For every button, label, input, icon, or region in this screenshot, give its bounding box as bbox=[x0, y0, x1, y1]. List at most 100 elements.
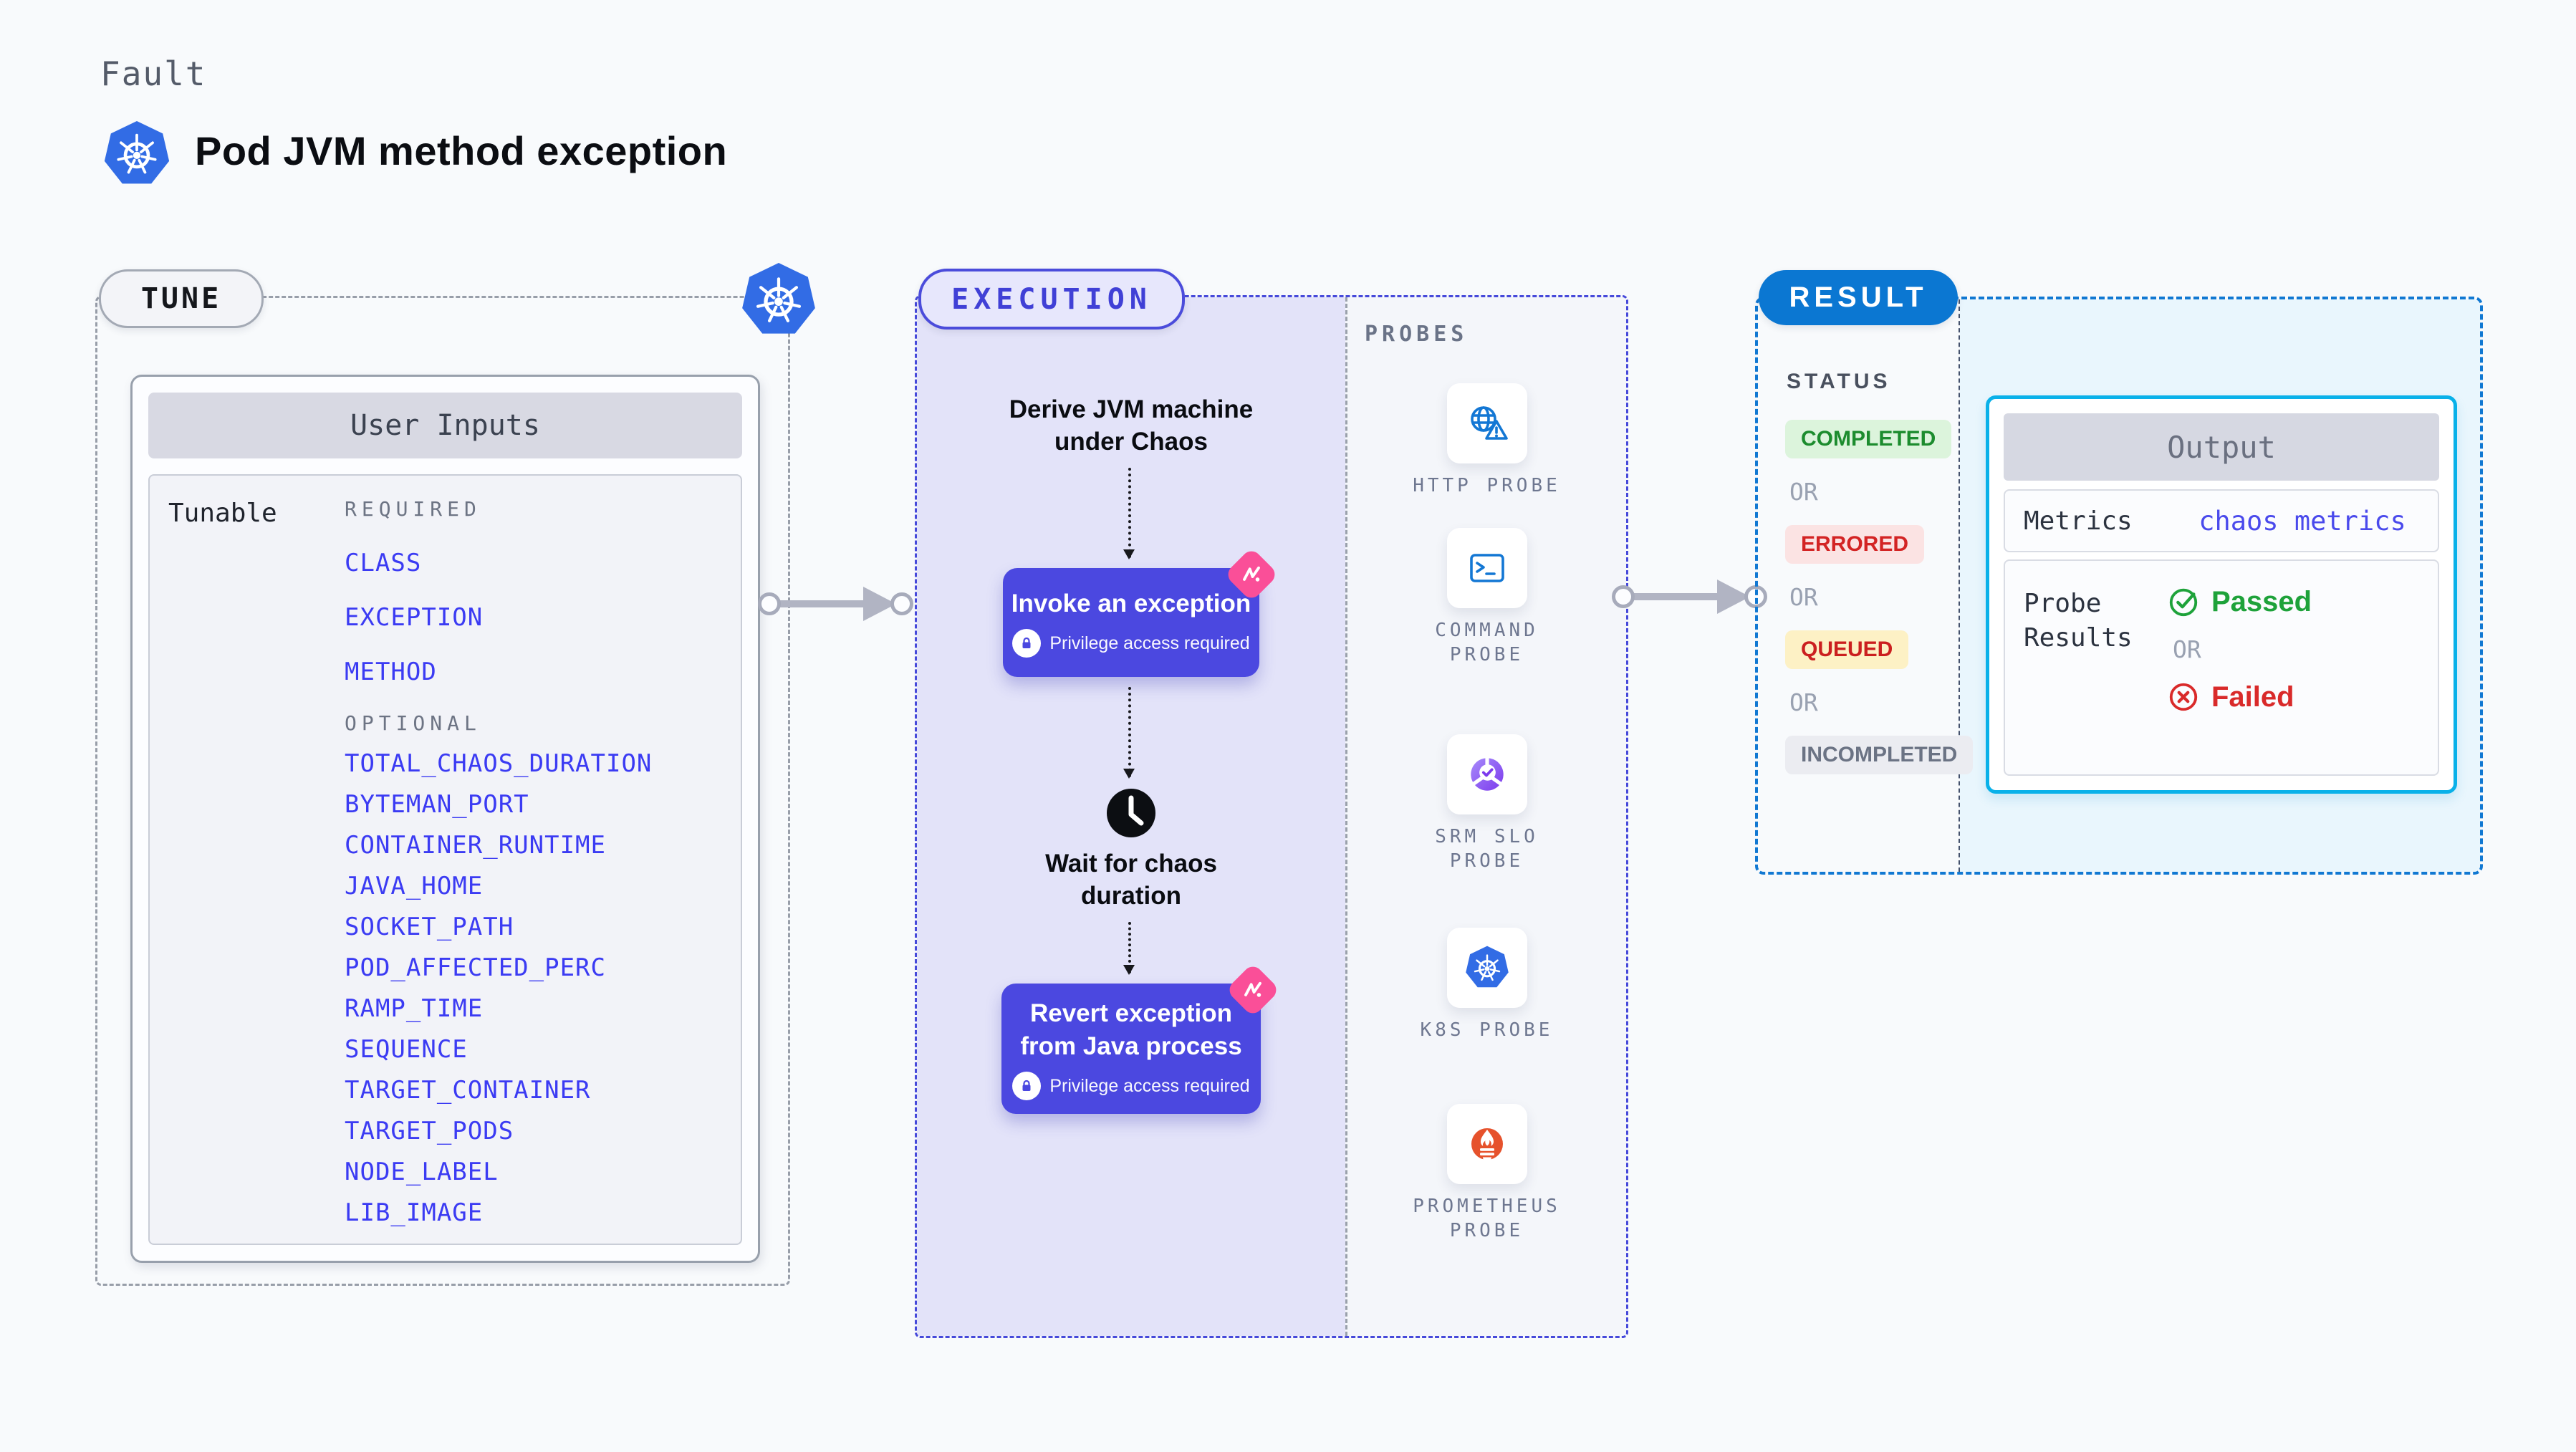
flow-arrow-icon bbox=[1123, 922, 1135, 975]
flow-arrow-icon bbox=[1123, 468, 1135, 559]
output-card: Output Metrics chaos metrics Probe Resul… bbox=[1986, 395, 2457, 794]
or-label: OR bbox=[1789, 478, 1818, 506]
metrics-row: Metrics chaos metrics bbox=[2004, 489, 2439, 552]
arrow-endpoint bbox=[758, 592, 781, 615]
param-item: RAMP_TIME bbox=[345, 994, 484, 1023]
param-item: POD_AFFECTED_PERC bbox=[345, 953, 606, 982]
privilege-note: Privilege access required bbox=[1012, 1072, 1250, 1100]
lock-icon bbox=[1012, 629, 1042, 658]
derive-step: Derive JVM machine under Chaos bbox=[1009, 395, 1254, 456]
or-label: OR bbox=[2173, 635, 2201, 663]
probe-label: PROMETHEUS PROBE bbox=[1413, 1196, 1561, 1241]
tune-section bbox=[95, 296, 790, 1286]
arrow-line bbox=[1623, 593, 1733, 600]
tune-to-execution-arrow bbox=[758, 584, 913, 624]
status-list: COMPLETED OR ERRORED OR QUEUED OR INCOMP… bbox=[1785, 420, 1974, 774]
status-badge-completed: COMPLETED bbox=[1785, 420, 1952, 458]
probe-results-label: Probe Results bbox=[2024, 589, 2133, 653]
param-item: CLASS bbox=[345, 549, 422, 577]
wait-step: Wait for chaos duration bbox=[1045, 850, 1217, 910]
param-item: JAVA_HOME bbox=[345, 872, 484, 900]
param-item: BYTEMAN_PORT bbox=[345, 790, 529, 819]
probe-card bbox=[1446, 734, 1527, 814]
probe-card bbox=[1446, 928, 1527, 1008]
clock-icon bbox=[1105, 787, 1157, 839]
tunables-panel: Tunable REQUIRED CLASS EXCEPTION METHOD OP… bbox=[148, 474, 742, 1245]
param-item: SOCKET_PATH bbox=[345, 913, 514, 941]
lock-icon bbox=[1012, 1072, 1042, 1100]
user-inputs-card: User Inputs Tunable REQUIRED CLASS EXCEPT… bbox=[130, 375, 760, 1263]
execution-label: EXECUTION bbox=[918, 269, 1185, 330]
required-group: REQUIRED CLASS EXCEPTION METHOD bbox=[345, 497, 652, 684]
privilege-text: Privilege access required bbox=[1049, 1075, 1250, 1096]
prometheus-probe-icon bbox=[1464, 1121, 1510, 1167]
srm-slo-probe-icon bbox=[1464, 751, 1511, 798]
or-label: OR bbox=[1789, 583, 1818, 611]
x-circle-icon bbox=[2167, 681, 2200, 713]
invoke-exception-step: Invoke an exception Privilege access req… bbox=[1003, 547, 1279, 677]
param-item: METHOD bbox=[345, 658, 437, 686]
status-badge-incompleted: INCOMPLETED bbox=[1785, 736, 1974, 774]
check-circle-icon bbox=[2167, 585, 2200, 618]
fault-kicker: Fault bbox=[100, 54, 207, 93]
param-item: TOTAL_CHAOS_DURATION bbox=[345, 749, 653, 778]
param-list: REQUIRED CLASS EXCEPTION METHOD OPTIONAL T… bbox=[345, 497, 652, 1225]
param-item: TARGET_PODS bbox=[345, 1117, 514, 1145]
execution-section: PROBES HTTP PROBE COMMAND PROBE SRM SLO … bbox=[915, 295, 1628, 1338]
metrics-label: Metrics bbox=[2024, 506, 2133, 536]
param-item: TARGET_CONTAINER bbox=[345, 1076, 591, 1105]
failed-label: Failed bbox=[2211, 681, 2294, 713]
probes-heading: PROBES bbox=[1365, 322, 1469, 347]
probe-item-http: HTTP PROBE bbox=[1347, 383, 1626, 498]
page-title: Pod JVM method exception bbox=[195, 128, 728, 173]
kubernetes-icon bbox=[103, 120, 170, 188]
privilege-text: Privilege access required bbox=[1049, 633, 1250, 653]
metrics-value: chaos metrics bbox=[2198, 505, 2406, 537]
probe-card bbox=[1446, 1104, 1527, 1184]
step-title: Revert exception from Java process bbox=[1020, 999, 1242, 1060]
probe-item-command: COMMAND PROBE bbox=[1347, 528, 1626, 667]
param-item: SEQUENCE bbox=[345, 1035, 468, 1064]
user-inputs-title: User Inputs bbox=[148, 393, 742, 458]
param-item: LIB_IMAGE bbox=[345, 1198, 484, 1227]
revert-exception-step: Revert exception from Java process Privi… bbox=[1001, 962, 1281, 1114]
passed-label: Passed bbox=[2211, 585, 2312, 617]
arrow-endpoint bbox=[890, 592, 913, 615]
command-probe-icon bbox=[1464, 545, 1510, 591]
arrow-endpoint bbox=[1612, 585, 1635, 608]
status-heading: STATUS bbox=[1787, 370, 1891, 393]
param-item: CONTAINER_RUNTIME bbox=[345, 831, 606, 860]
probe-item-k8s: K8S PROBE bbox=[1347, 928, 1626, 1042]
optional-group: OPTIONAL TOTAL_CHAOS_DURATION BYTEMAN_POR… bbox=[345, 711, 652, 1225]
output-title: Output bbox=[2004, 413, 2439, 481]
k8s-probe-icon bbox=[1465, 946, 1509, 990]
http-probe-icon bbox=[1464, 400, 1510, 446]
status-badge-queued: QUEUED bbox=[1785, 630, 1909, 669]
probe-card bbox=[1446, 528, 1527, 608]
probe-item-srm-slo: SRM SLO PROBE bbox=[1347, 734, 1626, 873]
required-heading: REQUIRED bbox=[345, 497, 481, 521]
chaos-flow: Derive JVM machine under Chaos Invoke an… bbox=[917, 297, 1345, 1114]
status-badge-errored: ERRORED bbox=[1785, 525, 1925, 564]
kubernetes-icon bbox=[741, 262, 817, 338]
probes-panel: PROBES HTTP PROBE COMMAND PROBE SRM SLO … bbox=[1345, 297, 1626, 1336]
param-item: NODE_LABEL bbox=[345, 1158, 499, 1186]
passed-status: Passed bbox=[2167, 585, 2312, 618]
arrow-line bbox=[769, 600, 879, 607]
probe-results-row: Probe Results Passed OR Failed bbox=[2004, 559, 2439, 776]
flow-arrow-icon bbox=[1123, 687, 1135, 779]
tune-label: TUNE bbox=[99, 269, 264, 328]
or-label: OR bbox=[1789, 688, 1818, 716]
probe-label: HTTP PROBE bbox=[1413, 475, 1561, 496]
step-title: Invoke an exception bbox=[1011, 590, 1251, 617]
result-label: RESULT bbox=[1759, 270, 1958, 325]
tunable-label: Tunable bbox=[168, 499, 277, 528]
failed-status: Failed bbox=[2167, 681, 2312, 713]
privilege-note: Privilege access required bbox=[1012, 629, 1250, 658]
optional-heading: OPTIONAL bbox=[345, 711, 481, 735]
probe-label: SRM SLO PROBE bbox=[1435, 826, 1539, 872]
param-item: EXCEPTION bbox=[345, 603, 484, 632]
probe-label: COMMAND PROBE bbox=[1435, 620, 1539, 665]
probe-label: K8S PROBE bbox=[1420, 1019, 1554, 1041]
